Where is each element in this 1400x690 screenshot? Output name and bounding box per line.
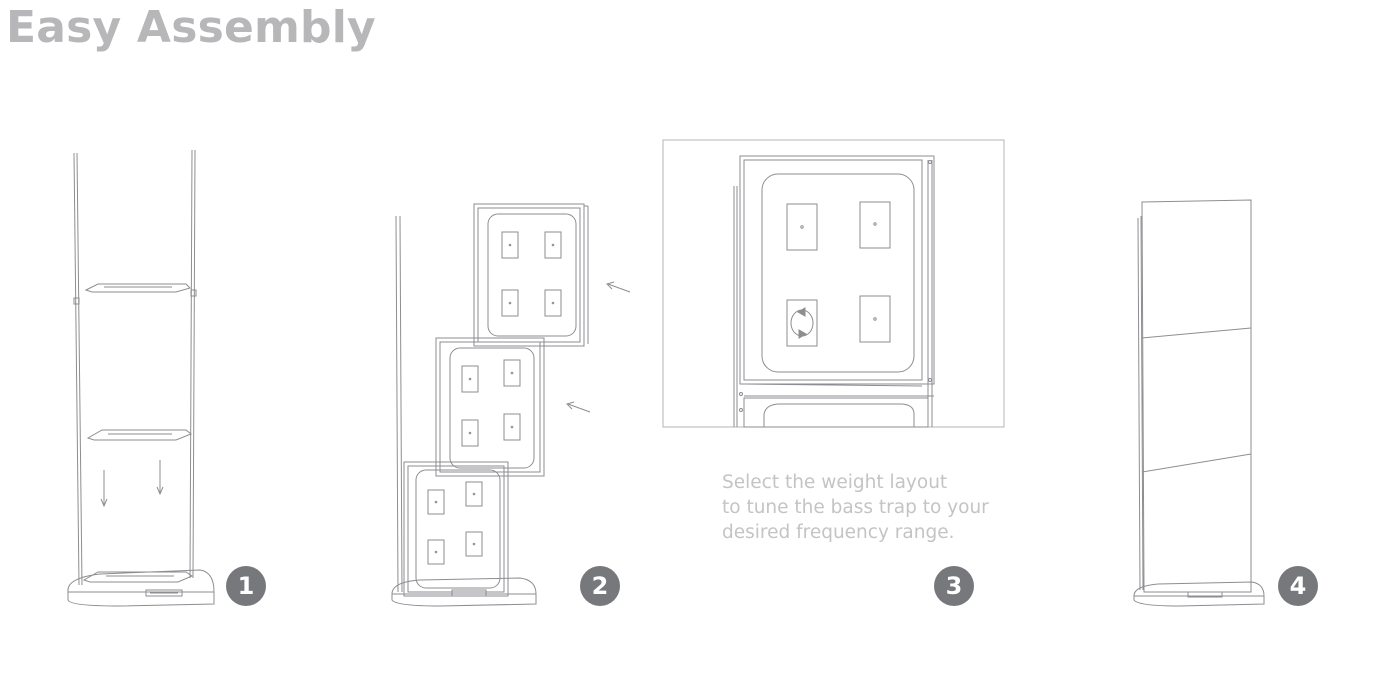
caption-line-1: Select the weight layout: [722, 472, 948, 493]
step-badge-3: 3: [934, 566, 974, 606]
page-title: Easy Assembly: [6, 2, 376, 53]
step-3-caption: Select the weight layout to tune the bas…: [722, 470, 1022, 545]
caption-line-3: desired frequency range.: [722, 522, 955, 543]
step-badge-2: 2: [580, 566, 620, 606]
step-badge-1: 1: [226, 566, 266, 606]
step-badge-4: 4: [1278, 566, 1318, 606]
caption-line-2: to tune the bass trap to your: [722, 497, 989, 518]
